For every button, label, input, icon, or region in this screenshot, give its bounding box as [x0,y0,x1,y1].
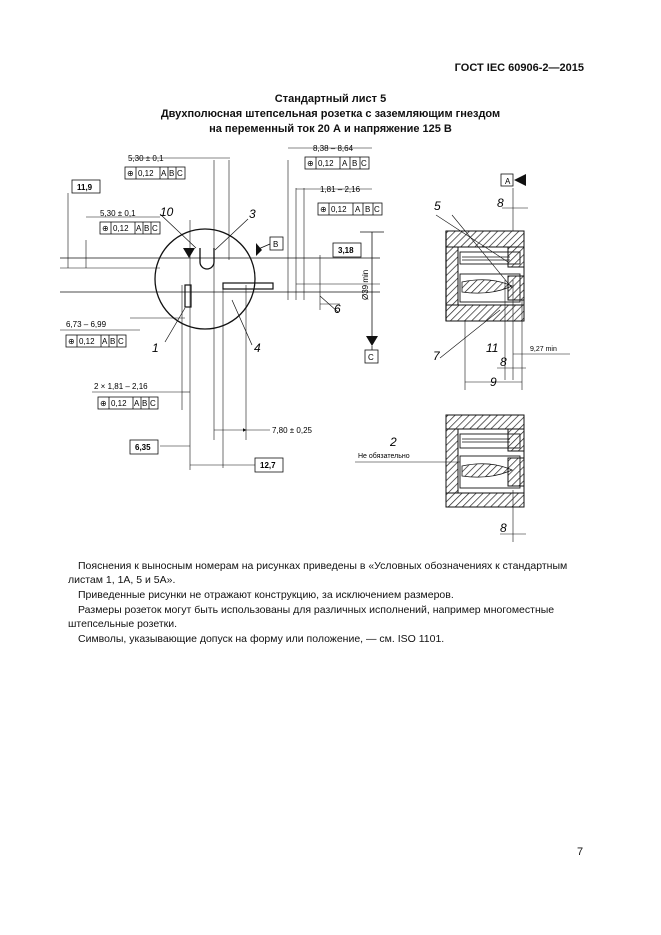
svg-text:B: B [142,399,147,408]
dim-39-min: Ø39 min [361,270,370,300]
callout-7: 7 [433,349,441,363]
section-view-upper [435,173,570,390]
note-2: Приведенные рисунки не отражают конструк… [78,589,454,601]
svg-text:B: B [110,337,115,346]
dim-1-81: 1,81 – 2,16 [320,185,361,194]
size-9: 9 [490,375,497,389]
dim-3-18: 3,18 [338,246,354,255]
page-number: 7 [577,846,584,858]
socket-face-circle [154,228,256,330]
tolerance-frame-1: ⊕ 0,12 A B C [124,166,186,180]
svg-text:A: A [102,337,108,346]
note-1: Пояснения к выносным номерам на рисунках… [68,560,568,586]
callout-1: 1 [152,341,159,355]
svg-text:⊕: ⊕ [100,399,107,408]
datum-a: A [505,177,511,186]
note-4: Символы, указывающие допуск на форму или… [78,633,445,645]
dim-12-7: 12,7 [260,461,276,470]
svg-text:⊕: ⊕ [127,169,134,178]
svg-text:0,12: 0,12 [331,205,347,214]
tolerance-frame-4: ⊕ 0,12 A B C [317,202,383,216]
sheet-title: Стандартный лист 5 Двухполюсная штепсель… [0,92,661,137]
svg-text:0,12: 0,12 [113,224,129,233]
dim-7-80: 7,80 ± 0,25 [272,426,313,435]
svg-text:A: A [342,159,348,168]
earth-hole [199,248,215,270]
title-line-2: Двухполюсная штепсельная розетка с зазем… [160,108,501,120]
svg-text:B: B [169,169,174,178]
tolerance-frame-2: ⊕ 0,12 A B C [99,221,161,235]
tolerance-frame-6: ⊕ 0,12 A B C [97,396,159,410]
dim-5-30-top: 5,30 ± 0,1 [128,154,164,163]
callout-5: 5 [434,199,441,213]
svg-text:⊕: ⊕ [307,159,314,168]
dim-11-9: 11,9 [77,183,93,192]
note-3: Размеры розеток могут быть использованы … [68,604,555,630]
svg-text:0,12: 0,12 [138,169,154,178]
svg-text:C: C [361,159,367,168]
callout-3: 3 [249,207,256,221]
dim-8-38: 8,38 – 8,64 [313,144,354,153]
tolerance-frame-5: ⊕ 0,12 A B C [65,334,127,348]
svg-text:A: A [134,399,140,408]
callout-6: 6 [334,302,341,316]
svg-text:C: C [177,169,183,178]
svg-text:0,12: 0,12 [318,159,334,168]
callout-4: 4 [254,341,261,355]
size-11: 11 [486,341,498,355]
svg-text:A: A [161,169,167,178]
size-8-mid: 8 [500,355,507,369]
size-9-27-min: 9,27 min [530,346,557,353]
standard-designation: ГОСТ IEC 60906-2—2015 [454,62,584,74]
callout-2: 2 [389,435,397,449]
svg-text:0,12: 0,12 [111,399,127,408]
datum-c: C [368,353,374,362]
svg-text:⊕: ⊕ [320,205,327,214]
svg-text:⊕: ⊕ [68,337,75,346]
front-view [60,160,384,470]
svg-text:0,12: 0,12 [79,337,95,346]
title-line-3: на переменный ток 20 А и напряжение 125 … [209,123,452,135]
svg-text:A: A [136,224,142,233]
datum-b: B [273,240,278,249]
svg-text:C: C [118,337,124,346]
size-8-top: 8 [497,196,504,210]
svg-text:B: B [352,159,357,168]
size-8-bottom: 8 [500,521,507,535]
svg-text:C: C [152,224,158,233]
dim-5-30-left: 5,30 ± 0,1 [100,209,136,218]
svg-text:B: B [365,205,370,214]
dim-2x-1-81: 2 × 1,81 – 2,16 [94,382,148,391]
dim-6-73: 6,73 – 6,99 [66,320,107,329]
section-view-lower [355,414,526,542]
svg-text:A: A [355,205,361,214]
svg-text:⊕: ⊕ [102,224,109,233]
tolerance-frame-3: ⊕ 0,12 A B C [304,156,370,170]
svg-text:C: C [374,205,380,214]
svg-text:C: C [150,399,156,408]
optional-label: Не обязательно [358,452,410,460]
pin-slot-left [184,284,192,308]
title-line-1: Стандартный лист 5 [274,93,387,105]
callout-10: 10 [160,205,174,219]
dim-6-35: 6,35 [135,443,151,452]
notes: Пояснения к выносным номерам на рисунках… [68,559,588,646]
pin-slot-right [222,282,274,290]
svg-text:B: B [144,224,149,233]
technical-drawing: 5,30 ± 0,1 ⊕ 0,12 A B C 11,9 5,30 ± 0,1 … [60,144,570,542]
